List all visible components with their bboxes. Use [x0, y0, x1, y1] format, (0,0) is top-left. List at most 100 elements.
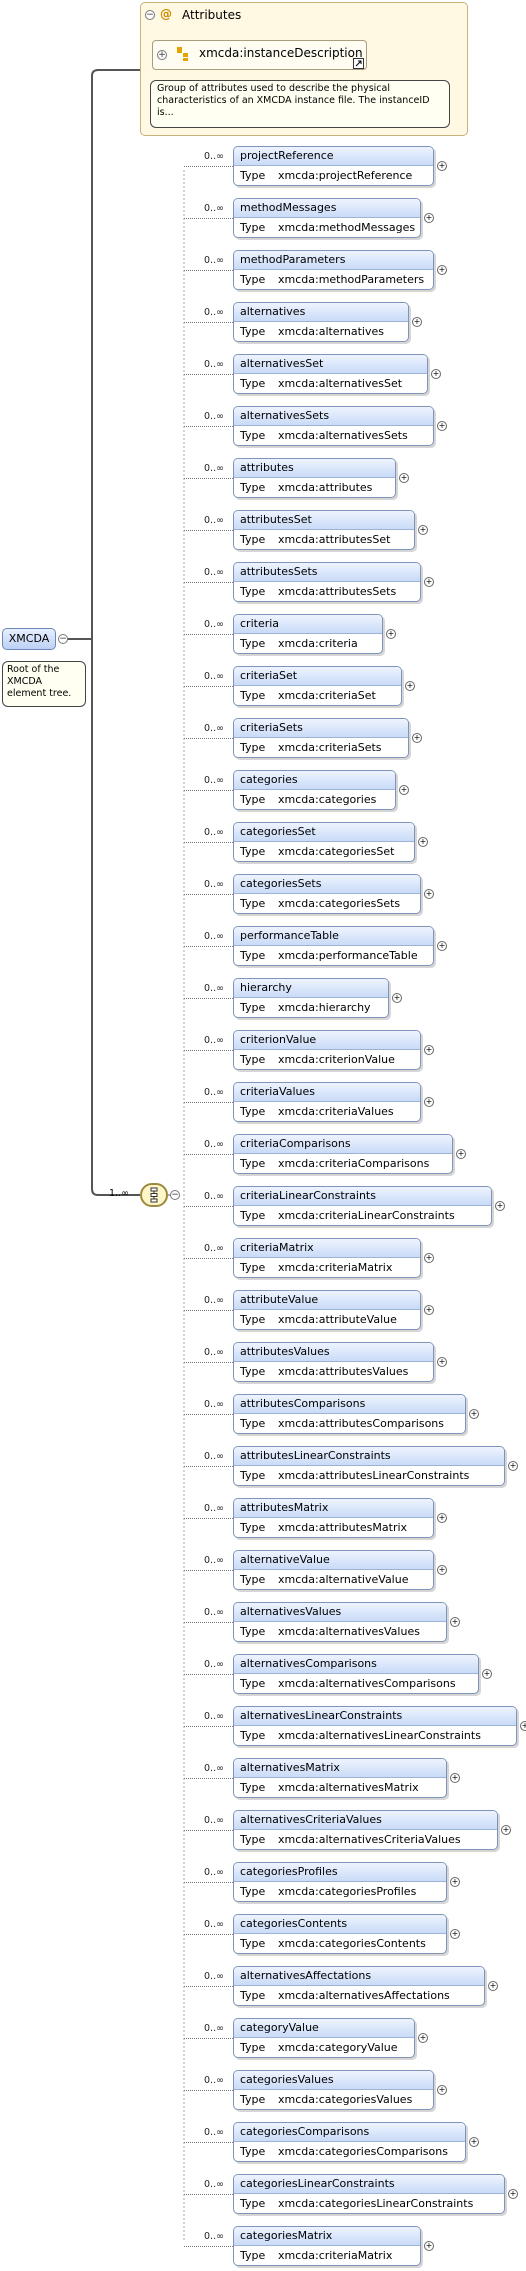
expand-element-icon[interactable]: +	[501, 1825, 511, 1835]
expand-element-icon[interactable]: +	[392, 993, 402, 1003]
expand-element-icon[interactable]: +	[418, 2033, 428, 2043]
element-type: xmcda:alternativesValues	[278, 1625, 420, 1638]
expand-element-icon[interactable]: +	[456, 1149, 466, 1159]
link-arrow-icon[interactable]	[353, 58, 364, 69]
expand-element-icon[interactable]: +	[469, 1409, 479, 1419]
expand-attribute-group-icon[interactable]: +	[157, 50, 167, 60]
child-connector	[184, 998, 233, 1000]
element-name: attributeValue	[234, 1291, 420, 1310]
expand-element-icon[interactable]: +	[424, 1045, 434, 1055]
expand-element-icon[interactable]: +	[431, 369, 441, 379]
expand-element-icon[interactable]: +	[418, 525, 428, 535]
expand-element-icon[interactable]: +	[386, 629, 396, 639]
child-connector	[184, 1778, 233, 1780]
expand-element-icon[interactable]: +	[424, 1097, 434, 1107]
expand-element-icon[interactable]: +	[437, 2085, 447, 2095]
expand-element-icon[interactable]: +	[437, 1357, 447, 1367]
expand-element-icon[interactable]: +	[424, 1305, 434, 1315]
root-element-xmcda[interactable]: XMCDA	[2, 628, 56, 650]
expand-element-icon[interactable]: +	[412, 317, 422, 327]
expand-element-icon[interactable]: +	[450, 1617, 460, 1627]
expand-element-icon[interactable]: +	[508, 1461, 518, 1471]
expand-element-icon[interactable]: +	[437, 421, 447, 431]
expand-element-icon[interactable]: +	[495, 1201, 505, 1211]
collapse-root-icon[interactable]: −	[58, 634, 68, 644]
sequence-compositor[interactable]	[140, 1183, 168, 1207]
expand-element-icon[interactable]: +	[405, 681, 415, 691]
expand-element-icon[interactable]: +	[424, 2241, 434, 2251]
expand-element-icon[interactable]: +	[508, 2189, 518, 2199]
expand-element-icon[interactable]: +	[450, 1929, 460, 1939]
expand-element-icon[interactable]: +	[520, 1721, 526, 1731]
expand-element-icon[interactable]: +	[424, 213, 434, 223]
type-label: Type	[240, 1521, 266, 1534]
expand-element-icon[interactable]: +	[418, 837, 428, 847]
expand-element-icon[interactable]: +	[412, 733, 422, 743]
element-name: criteriaMatrix	[234, 1239, 420, 1258]
child-connector	[184, 1570, 233, 1572]
expand-element-icon[interactable]: +	[424, 577, 434, 587]
expand-element-icon[interactable]: +	[437, 1565, 447, 1575]
expand-element-icon[interactable]: +	[424, 1253, 434, 1263]
expand-element-icon[interactable]: +	[469, 2137, 479, 2147]
expand-element-icon[interactable]: +	[399, 473, 409, 483]
expand-element-icon[interactable]: +	[424, 889, 434, 899]
child-connector	[184, 2038, 233, 2040]
expand-element-icon[interactable]: +	[437, 941, 447, 951]
collapse-sequence-icon[interactable]: −	[170, 1190, 180, 1200]
expand-element-icon[interactable]: +	[399, 785, 409, 795]
type-label: Type	[240, 273, 266, 286]
expand-element-icon[interactable]: +	[450, 1877, 460, 1887]
expand-element-icon[interactable]: +	[482, 1669, 492, 1679]
expand-element-icon[interactable]: +	[437, 161, 447, 171]
type-label: Type	[240, 1573, 266, 1586]
expand-element-icon[interactable]: +	[437, 265, 447, 275]
collapse-attributes-icon[interactable]: −	[145, 10, 155, 20]
expand-element-icon[interactable]: +	[437, 1513, 447, 1523]
expand-element-icon[interactable]: +	[450, 1773, 460, 1783]
expand-element-icon[interactable]: +	[488, 1981, 498, 1991]
